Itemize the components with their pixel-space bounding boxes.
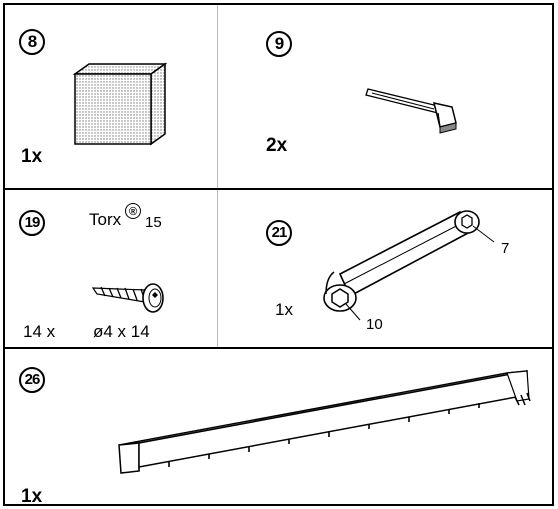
screw-dimensions: ø4 x 14 (93, 322, 150, 341)
part-number-badge: 8 (19, 29, 45, 55)
quantity-label: 1x (21, 146, 43, 167)
quantity-label: 2x (266, 135, 288, 156)
registered-mark: ® (125, 203, 141, 219)
wrench-small-size: 7 (501, 240, 510, 257)
part-8-cell: 8 1x (5, 5, 217, 188)
quantity-label: 1x (275, 300, 293, 319)
part-19-cell: 19 Torx ® 15 14 x ø4 x 14 (5, 190, 217, 347)
part-9-cell: 9 2x (218, 5, 554, 188)
dowel-clip-image (365, 88, 457, 134)
part-number-badge: 19 (19, 210, 45, 236)
part-number-badge: 9 (266, 31, 292, 57)
row-divider-1 (5, 188, 552, 190)
foam-block-image (72, 62, 168, 146)
quantity-label: 1x (21, 486, 43, 507)
torx-size: 15 (145, 214, 162, 231)
part-21-cell: 21 7 10 1x (218, 190, 554, 347)
column-divider-2 (217, 190, 218, 347)
cover-strip-image (118, 370, 531, 474)
part-26-cell: 26 1x (5, 349, 554, 507)
row-divider-2 (5, 347, 552, 349)
wrench-image (323, 210, 495, 321)
torx-label: Torx (89, 210, 122, 229)
column-divider-1 (217, 5, 218, 188)
part-number-badge: 21 (266, 220, 292, 246)
screw-image (91, 283, 164, 313)
quantity-label: 14 x (23, 322, 56, 341)
parts-sheet: 8 1x 9 2x 19 Torx ® 15 (3, 3, 554, 507)
wrench-large-size: 10 (366, 316, 383, 333)
part-number-badge: 26 (19, 367, 45, 393)
